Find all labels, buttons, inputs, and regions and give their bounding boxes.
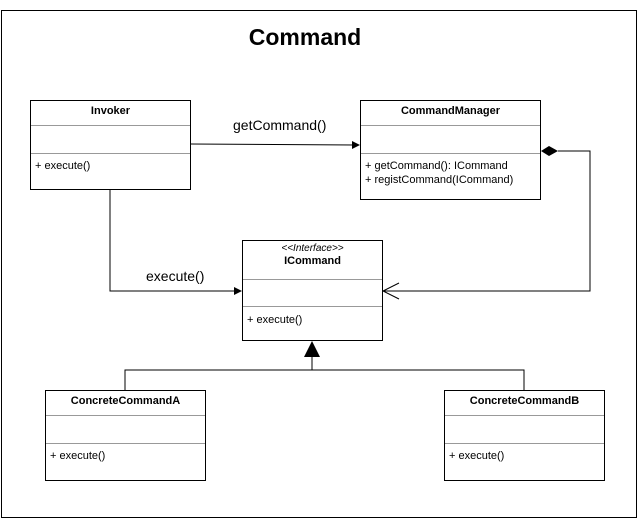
class-name: ConcreteCommandA (70, 395, 181, 407)
invoker-to-icommand-arrow (109, 190, 242, 295)
operation: + registCommand(ICommand) (365, 174, 514, 186)
operations-list: + execute() (247, 313, 302, 327)
attributes-divider (46, 415, 205, 416)
execute-label: execute() (146, 268, 205, 284)
inheritance-triangle-icon (304, 341, 320, 357)
class-name: ICommand (284, 255, 341, 267)
attributes-divider (361, 125, 540, 126)
class-name: CommandManager (400, 105, 501, 117)
attributes-divider (31, 125, 190, 126)
operations-list: + getCommand(): ICommand + registCommand… (365, 159, 513, 187)
operation: + execute() (35, 160, 91, 172)
operations-divider (243, 306, 382, 307)
operations-divider (31, 153, 190, 154)
invoker-to-manager-arrow (189, 141, 360, 149)
operation: + execute() (449, 450, 505, 462)
class-name: Invoker (90, 105, 131, 117)
concrete-command-a-class: ConcreteCommandA + execute() (45, 390, 206, 481)
concrete-command-b-class: ConcreteCommandB + execute() (444, 390, 605, 481)
icommand-interface: <<Interface>> ICommand + execute() (242, 240, 383, 341)
operations-list: + execute() (449, 449, 504, 463)
operation: + execute() (50, 450, 106, 462)
inheritance-connector (124, 341, 525, 390)
operations-divider (46, 443, 205, 444)
operation: + getCommand(): ICommand (365, 160, 508, 172)
manager-to-icommand-aggregation (381, 146, 591, 300)
stereotype-label: <<Interface>> (281, 243, 344, 254)
operation: + execute() (247, 314, 303, 326)
diagram-frame (1, 10, 637, 518)
class-name: ConcreteCommandB (469, 395, 580, 407)
operations-divider (445, 443, 604, 444)
get-command-label: getCommand() (233, 117, 327, 133)
operations-divider (361, 153, 540, 154)
operations-list: + execute() (35, 159, 90, 173)
diagram-title: Command (248, 24, 362, 50)
attributes-divider (243, 279, 382, 280)
command-manager-class: CommandManager + getCommand(): ICommand … (360, 100, 541, 200)
invoker-class: Invoker + execute() (30, 100, 191, 190)
attributes-divider (445, 415, 604, 416)
operations-list: + execute() (50, 449, 105, 463)
